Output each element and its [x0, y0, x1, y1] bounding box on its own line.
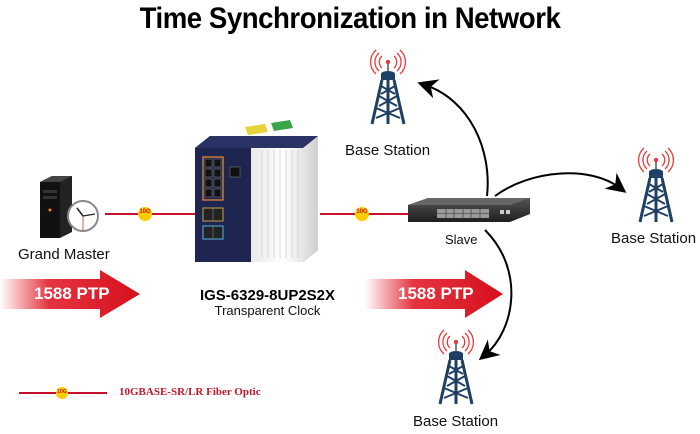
grand-master-label: Grand Master — [18, 246, 110, 263]
legend-text: 10GBASE-SR/LR Fiber Optic — [119, 386, 261, 398]
ptp-arrow-1-label: 1588 PTP — [34, 284, 110, 303]
arrow-to-right-station — [494, 172, 627, 197]
arrow-to-top-station — [417, 79, 489, 197]
link-badge-1 — [138, 207, 152, 221]
ptp-arrow-2-label: 1588 PTP — [398, 284, 474, 303]
legend-badge-label: 10G — [57, 389, 67, 395]
grand-master-server-icon — [40, 176, 99, 238]
ptp-arrow-2 — [365, 270, 503, 318]
base-station-label-right: Base Station — [611, 230, 697, 247]
base-station-tower-icon-top — [369, 48, 407, 126]
switch-model-label: IGS-6329-8UP2S2X — [199, 287, 336, 304]
industrial-switch-icon — [195, 120, 318, 262]
base-station-tower-icon-right — [637, 146, 675, 224]
arrow-to-bottom-station — [478, 229, 513, 361]
slave-label: Slave — [445, 232, 478, 247]
legend-fiber-badge — [56, 387, 68, 399]
link-badge-1-label: 10G — [139, 209, 151, 215]
ptp-arrow-1 — [0, 270, 140, 318]
page-title: Time Synchronization in Network — [139, 2, 561, 35]
switch-role-label: Transparent Clock — [214, 303, 321, 318]
slave-switch-icon — [408, 198, 530, 222]
base-station-label-bottom: Base Station — [413, 413, 499, 430]
base-station-tower-icon-bottom — [437, 328, 475, 406]
link-badge-2 — [355, 207, 369, 221]
link-badge-2-label: 10G — [356, 209, 368, 215]
base-station-label-top: Base Station — [345, 142, 431, 159]
